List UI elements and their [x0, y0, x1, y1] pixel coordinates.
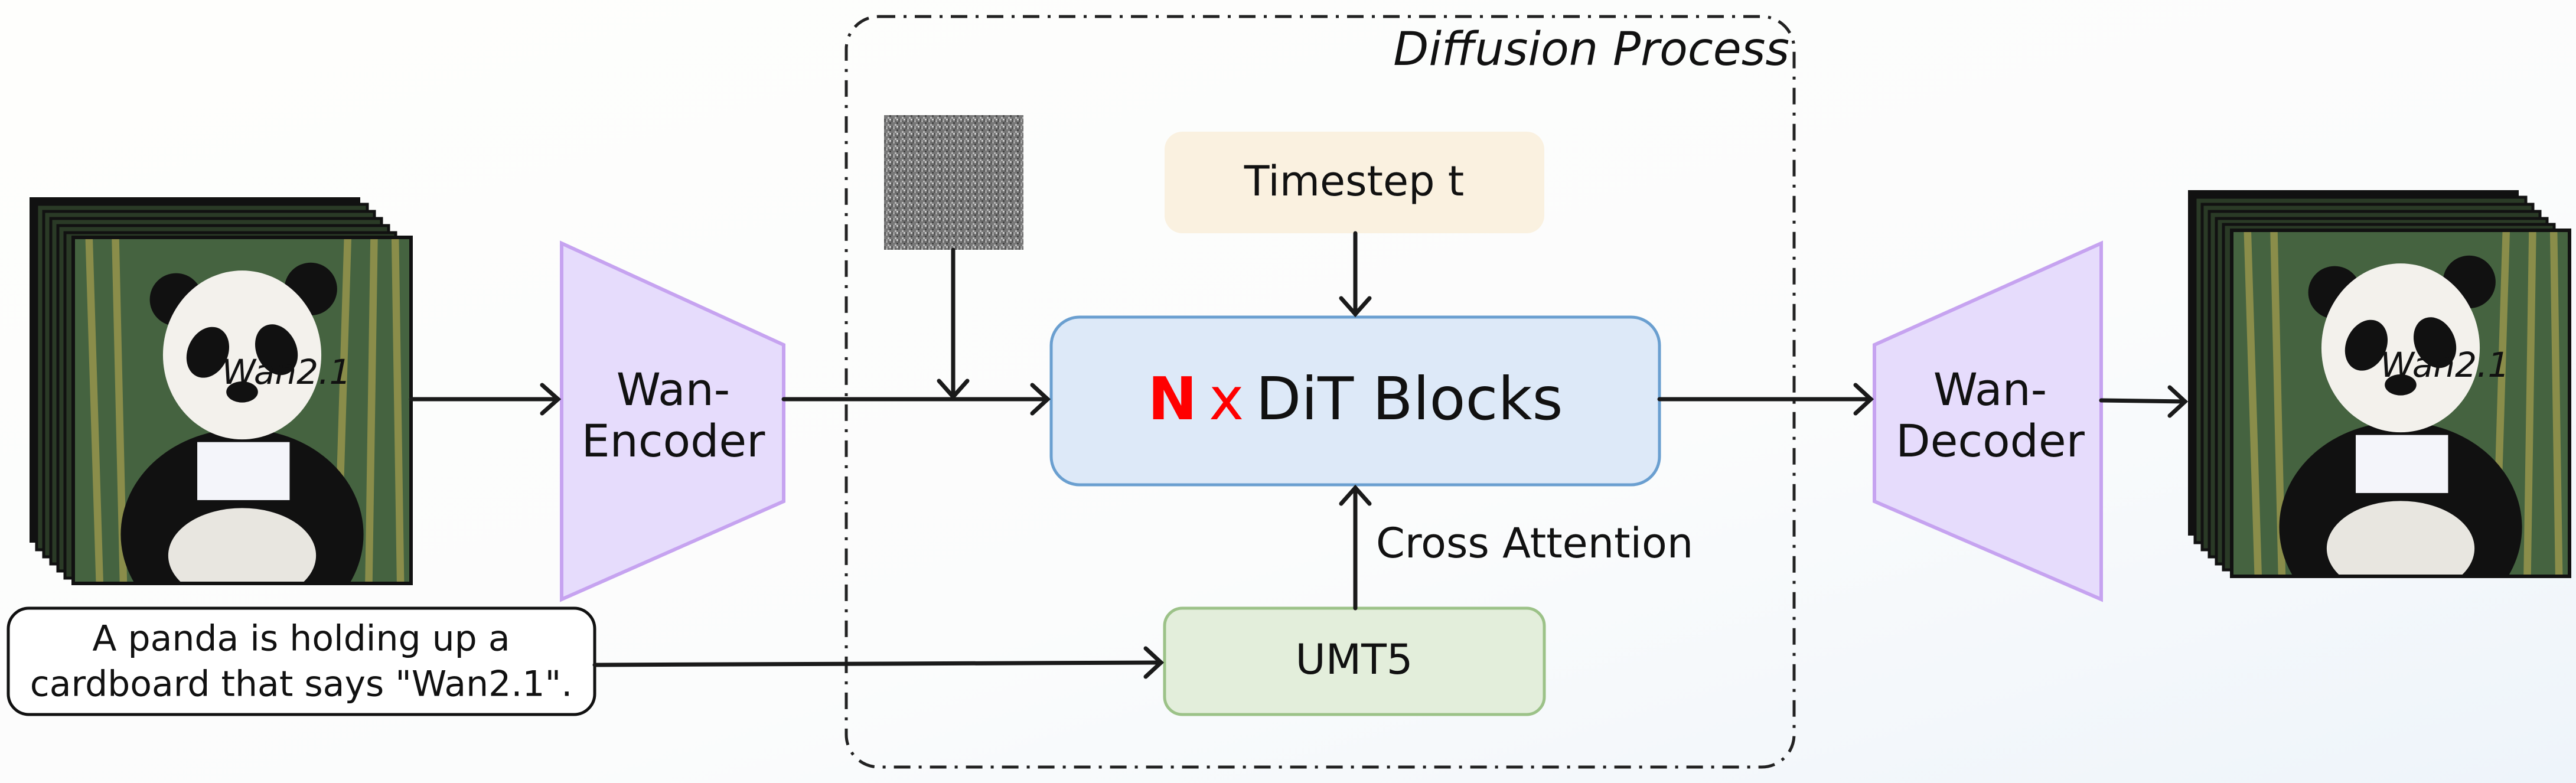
text-prompt-box: [6, 606, 596, 716]
timestep-label: Timestep t: [1244, 157, 1464, 205]
panda-output-frame-image: [2232, 232, 2570, 633]
decoder-label-line1: Wan-: [1933, 363, 2047, 416]
encoder-label-line2: Encoder: [582, 415, 765, 467]
prompt-line1: A panda is holding up a: [92, 618, 510, 660]
diffusion-process-region: [844, 15, 1796, 769]
arrows: [409, 231, 2189, 679]
timestep-block: [1165, 132, 1544, 233]
umt5-label: UMT5: [1296, 635, 1413, 684]
panda-frame-image: [73, 239, 411, 640]
wan-decoder-block: [1873, 240, 2103, 602]
arrow-decoder-to-output: [2099, 398, 2187, 404]
dit-text: DiT Blocks: [1256, 364, 1563, 433]
cross-attention-label: Cross Attention: [1376, 519, 1693, 567]
dit-x: x: [1209, 364, 1244, 433]
sign-text: Wan2.1: [222, 352, 351, 392]
sign-text: Wan2.1: [2381, 345, 2510, 385]
input-video-frames: Wan2.1: [30, 197, 413, 640]
wan-encoder-block: [560, 240, 785, 602]
dit-n: N: [1147, 364, 1197, 433]
output-video-frames: Wan2.1: [2188, 190, 2571, 633]
decoder-label-line2: Decoder: [1896, 415, 2085, 467]
arrow-prompt-to-umt5: [592, 660, 1163, 667]
prompt-line2: cardboard that says "Wan2.1".: [30, 664, 573, 705]
noise-latent-image: [884, 115, 1023, 250]
encoder-label-line1: Wan-: [617, 363, 730, 416]
diffusion-process-title: Diffusion Process: [1393, 23, 1789, 76]
